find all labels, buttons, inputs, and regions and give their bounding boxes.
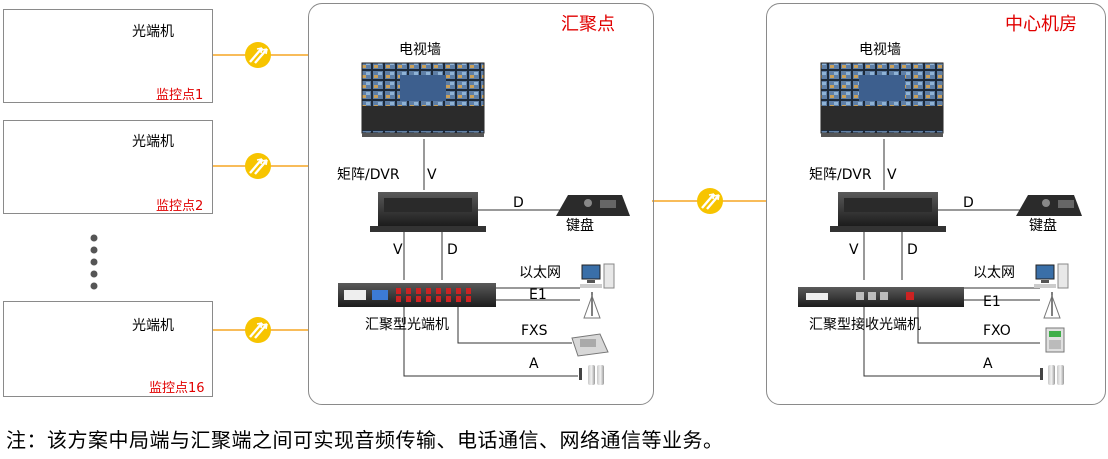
fiber-link-icon — [245, 42, 271, 68]
data-line-label: D — [513, 195, 524, 211]
e1-antenna-icon — [583, 292, 601, 319]
device-label: 汇聚型光端机 — [365, 317, 449, 333]
site-title: 汇聚点 — [561, 14, 615, 35]
video-line-label: V — [849, 242, 859, 258]
site-title: 中心机房 — [1005, 14, 1077, 35]
video-wall-icon — [361, 62, 485, 137]
data-line-label: D — [907, 242, 918, 258]
transceiver-label: 光端机 — [132, 318, 174, 334]
tv-wall-label: 电视墙 — [399, 42, 441, 58]
fiber-link-icon — [245, 153, 271, 179]
matrix-dvr-label: 矩阵/DVR — [809, 167, 872, 183]
aggregation-equipment — [338, 62, 630, 385]
more-sites-dots — [90, 234, 98, 290]
computer-icon — [1034, 263, 1069, 289]
phone-interface-label: FXO — [983, 323, 1011, 339]
matrix-dvr-icon — [830, 192, 946, 232]
matrix-dvr-label: 矩阵/DVR — [337, 167, 400, 183]
fiber-link-icon — [245, 317, 271, 343]
data-line-label: D — [447, 242, 458, 258]
keyboard-icon — [1016, 195, 1082, 216]
video-line-label: V — [887, 167, 897, 183]
remote-site-box: 光端机 监控点1 — [3, 9, 213, 103]
center-equipment — [798, 62, 1082, 385]
ethernet-label: 以太网 — [519, 265, 561, 281]
e1-label: E1 — [529, 287, 547, 303]
tv-wall-label: 电视墙 — [859, 42, 901, 58]
video-line-label: V — [393, 242, 403, 258]
audio-icon — [1040, 365, 1064, 385]
site-label: 监控点16 — [149, 381, 205, 396]
video-wall-icon — [820, 62, 944, 137]
phone-interface-label: FXS — [521, 323, 548, 339]
phone-exchange-icon — [1045, 327, 1065, 353]
keyboard-label: 键盘 — [566, 218, 594, 234]
transceiver-label: 光端机 — [132, 24, 174, 40]
site-label: 监控点2 — [156, 199, 204, 214]
footnote: 注：该方案中局端与汇聚端之间可实现音频传输、电话通信、网络通信等业务。 — [6, 428, 724, 452]
audio-label: A — [529, 356, 539, 372]
remote-site-box: 光端机 监控点2 — [3, 120, 213, 214]
keyboard-label: 键盘 — [1029, 218, 1057, 234]
telephone-icon — [571, 333, 609, 357]
aggregation-site-box: 汇聚点 电视墙 矩阵/DVR V D 键盘 V D 以太网 E1 汇聚型光端机 … — [308, 3, 654, 405]
keyboard-icon — [556, 195, 630, 216]
ethernet-label: 以太网 — [973, 265, 1015, 281]
transceiver-label: 光端机 — [132, 134, 174, 150]
video-line-label: V — [427, 167, 437, 183]
remote-site-box: 光端机 监控点16 — [3, 301, 213, 397]
receiver-transceiver-icon — [798, 287, 964, 307]
aggregation-transceiver-icon — [338, 283, 496, 307]
matrix-dvr-icon — [370, 192, 486, 232]
device-label: 汇聚型接收光端机 — [809, 317, 921, 333]
computer-icon — [580, 263, 615, 289]
audio-label: A — [983, 356, 993, 372]
audio-icon — [579, 365, 604, 385]
e1-antenna-icon — [1043, 292, 1061, 319]
site-label: 监控点1 — [156, 88, 204, 103]
center-site-box: 中心机房 电视墙 矩阵/DVR V D 键盘 V D 以太网 E1 汇聚型接收光… — [766, 3, 1106, 405]
fiber-link-icon — [697, 188, 723, 214]
data-line-label: D — [963, 195, 974, 211]
e1-label: E1 — [983, 294, 1001, 310]
